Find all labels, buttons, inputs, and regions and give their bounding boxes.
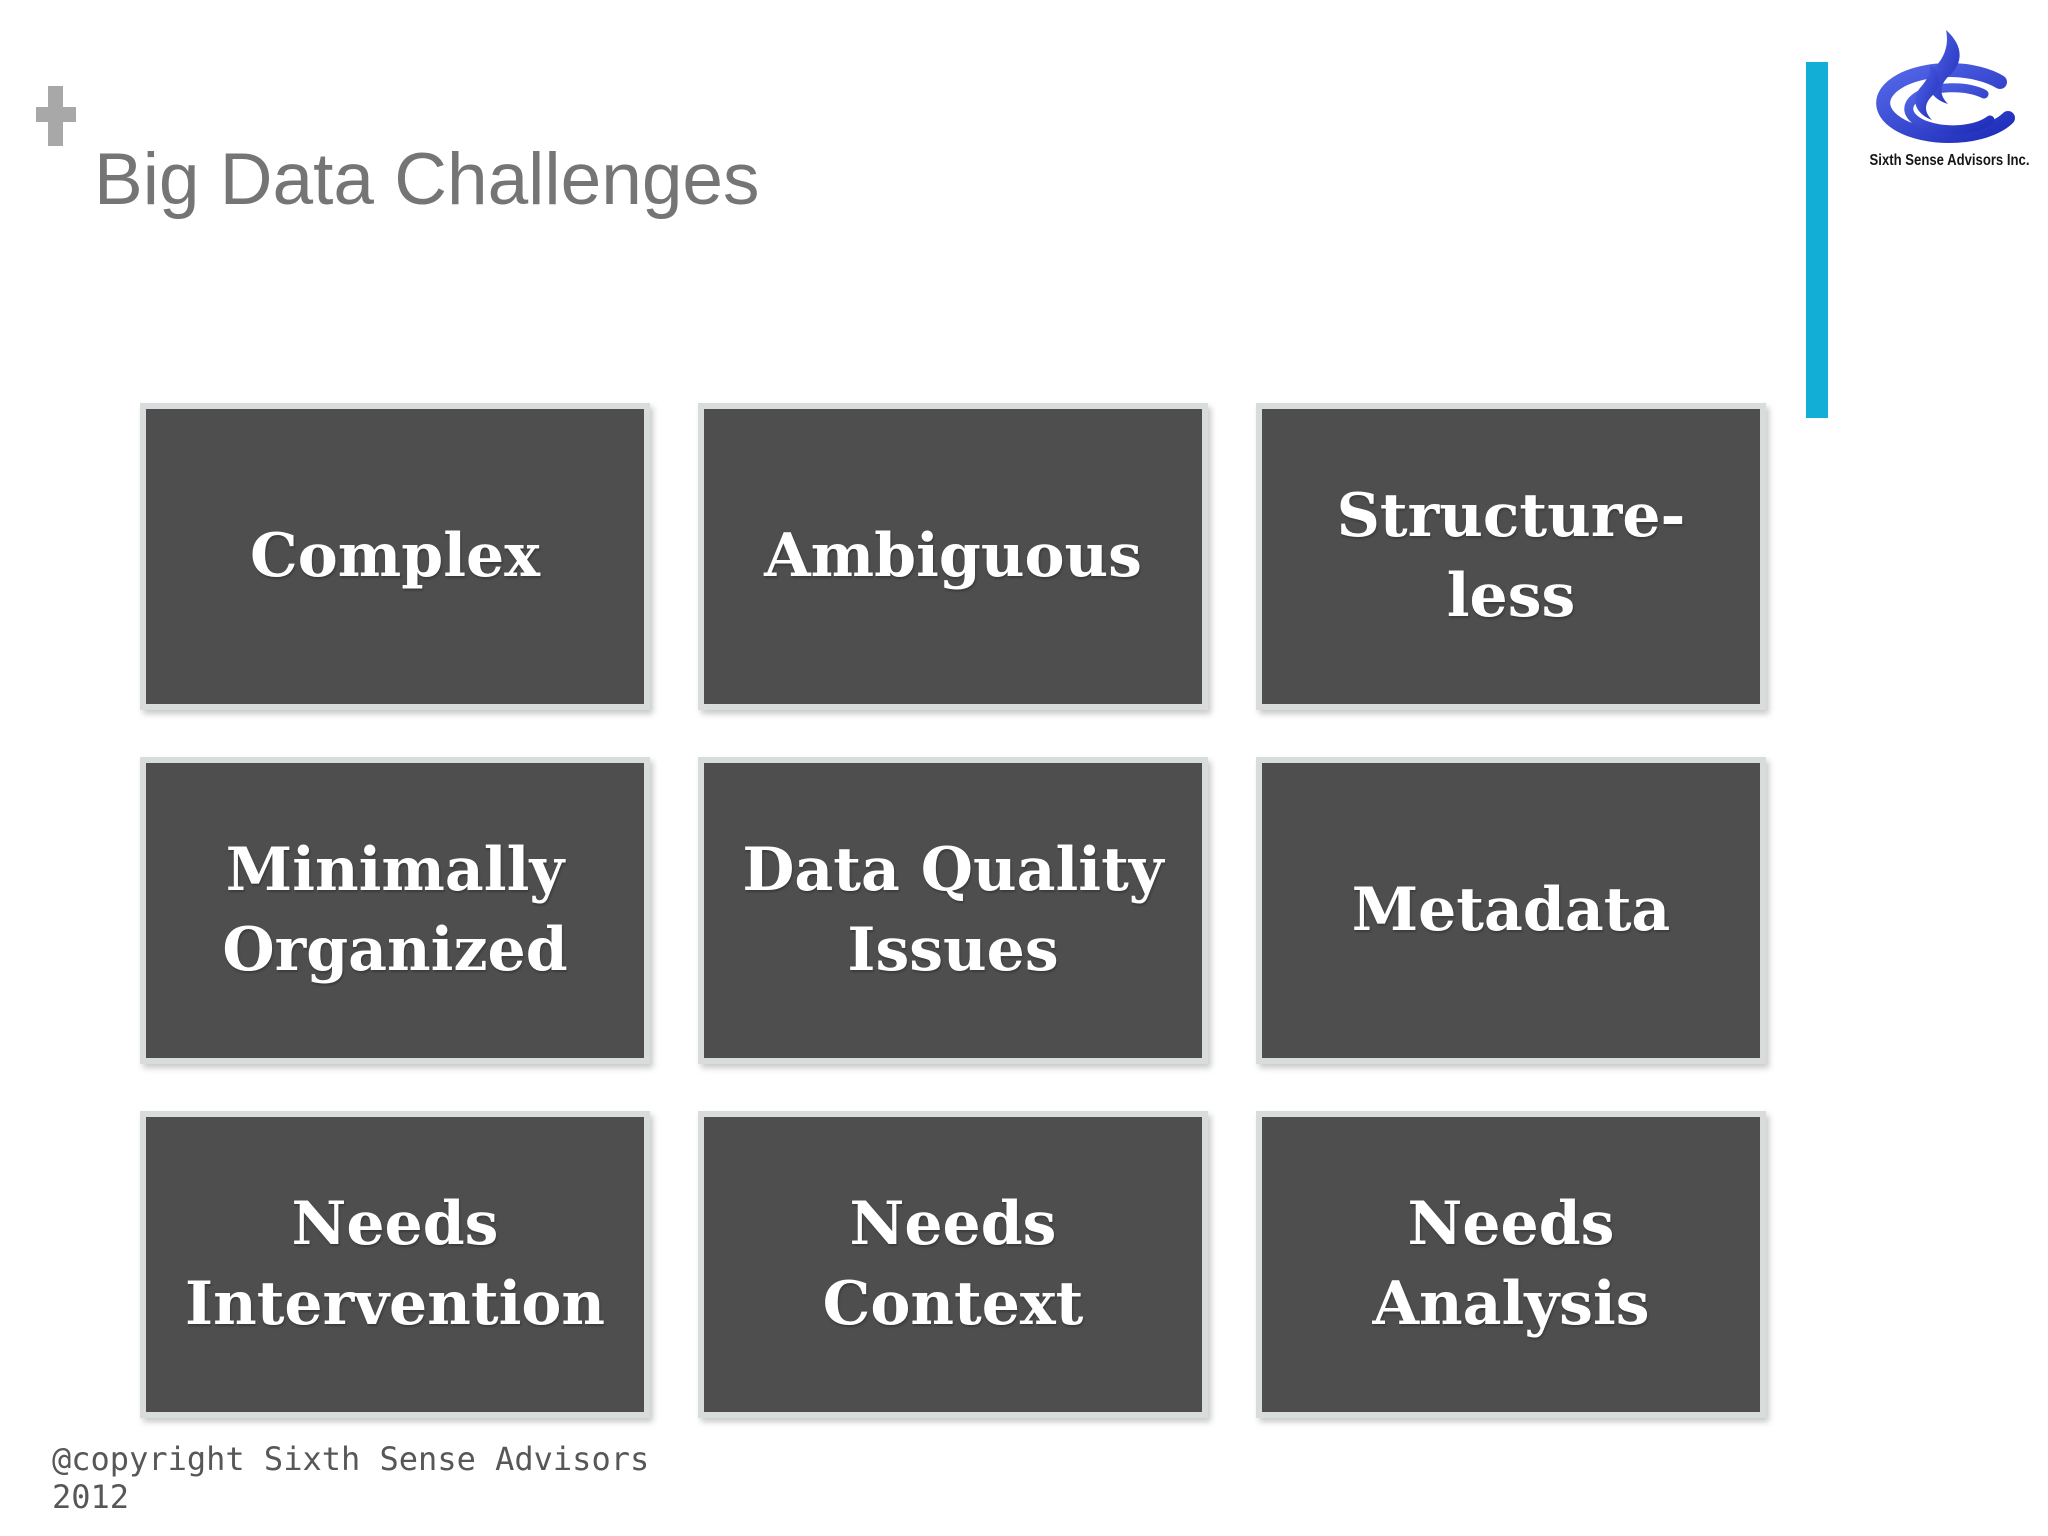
tile-label: Needs Intervention xyxy=(185,1189,605,1339)
tile-data-quality-issues: Data Quality Issues xyxy=(698,757,1208,1064)
tile-minimally-organized: Minimally Organized xyxy=(140,757,650,1064)
tile-label: Needs Analysis xyxy=(1372,1189,1650,1339)
plus-icon xyxy=(36,86,76,146)
tile-label: Metadata xyxy=(1351,874,1671,945)
tile-metadata: Metadata xyxy=(1256,757,1766,1064)
tile-structure-less: Structure-less xyxy=(1256,403,1766,710)
tile-label: Minimally Organized xyxy=(222,835,568,985)
copyright-notice: @copyright Sixth Sense Advisors 2012 xyxy=(52,1440,650,1517)
tile-needs-analysis: Needs Analysis xyxy=(1256,1111,1766,1418)
challenges-grid: Complex Ambiguous Structure-less Minimal… xyxy=(140,403,1766,1418)
tile-complex: Complex xyxy=(140,403,650,710)
tile-label: Complex xyxy=(250,520,540,591)
swirl-flame-icon xyxy=(1876,30,2015,144)
tile-label: Structure-less xyxy=(1336,481,1686,631)
page-title: Big Data Challenges xyxy=(94,139,760,220)
tile-label: Ambiguous xyxy=(764,520,1142,591)
company-logo: Sixth Sense Advisors Inc. xyxy=(1852,30,2032,170)
tile-ambiguous: Ambiguous xyxy=(698,403,1208,710)
tile-label: Data Quality Issues xyxy=(742,835,1164,985)
tile-needs-context: Needs Context xyxy=(698,1111,1208,1418)
accent-bar xyxy=(1806,62,1828,418)
logo-company-name: Sixth Sense Advisors Inc. xyxy=(1869,152,2030,169)
tile-label: Needs Context xyxy=(822,1189,1084,1339)
tile-needs-intervention: Needs Intervention xyxy=(140,1111,650,1418)
